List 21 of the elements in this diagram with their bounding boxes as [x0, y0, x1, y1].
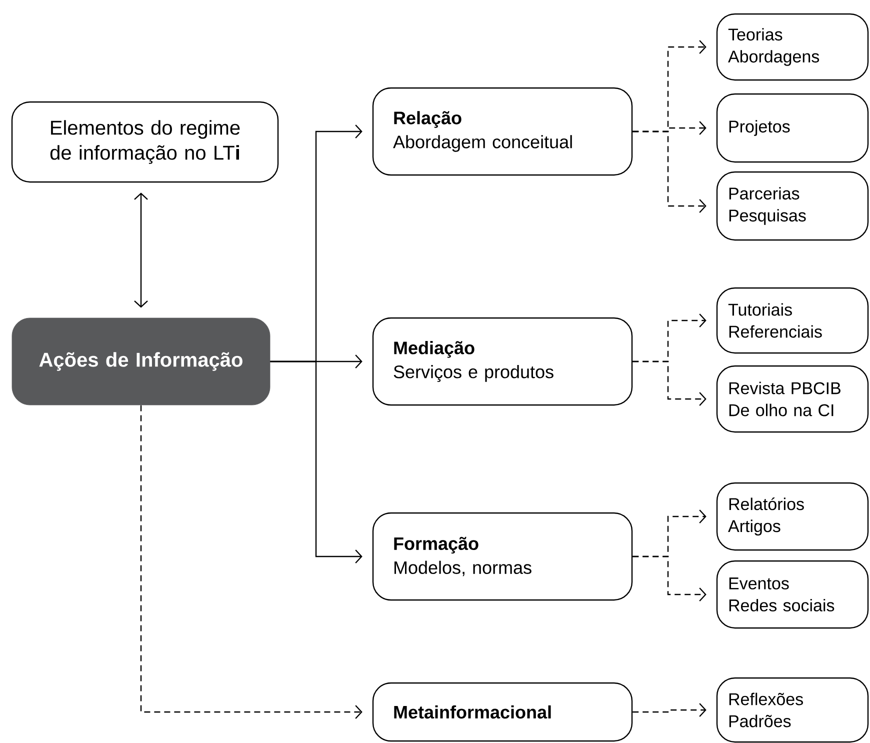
- arrow: [632, 556, 706, 602]
- category-box: Mediação Serviços e produtos: [372, 317, 633, 406]
- arrow: [632, 703, 706, 717]
- element-box: Elementos do regime de informação no LTi: [11, 101, 279, 183]
- arrow: [134, 192, 148, 308]
- arrow: [632, 130, 706, 213]
- item-box: Revista PBCIB De olho na CI: [716, 365, 869, 433]
- arrow: [632, 360, 706, 406]
- arrow: [140, 405, 362, 719]
- arrow: [270, 360, 362, 564]
- item-box: Reflexões Padrões: [716, 677, 869, 743]
- item-box: Teorias Abordagens: [716, 13, 869, 81]
- category-box: Formação Modelos, normas: [372, 512, 633, 601]
- action-box: Ações de Informação: [12, 318, 270, 406]
- item-box: Projetos: [716, 93, 869, 163]
- category-box: Metainformacional: [372, 682, 633, 742]
- item-box: Parcerias Pesquisas: [716, 171, 869, 241]
- item-box: Relatórios Artigos: [716, 482, 869, 551]
- category-box: Relação Abordagem conceitual: [372, 87, 633, 176]
- item-box: Tutoriais Referenciais: [716, 287, 869, 354]
- item-box: Eventos Redes sociais: [716, 560, 869, 629]
